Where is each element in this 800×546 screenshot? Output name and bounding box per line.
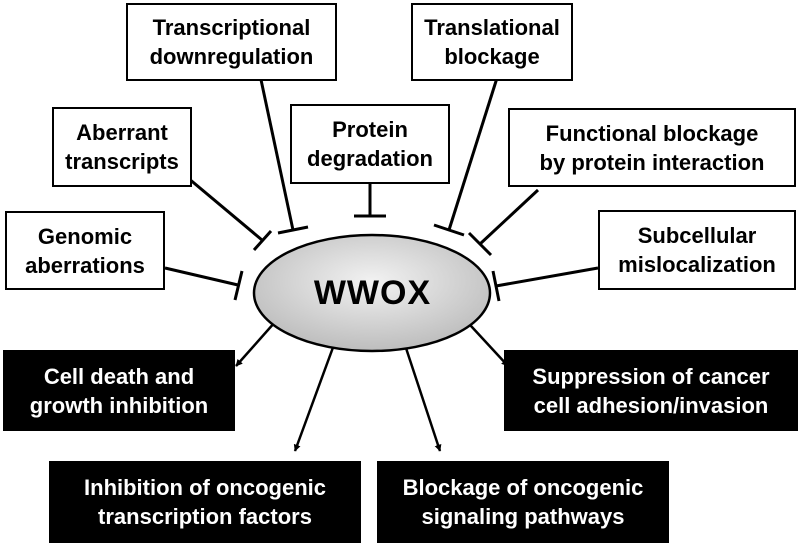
line: blockage [444, 44, 540, 69]
line: aberrations [25, 252, 145, 278]
line: Functional blockage [545, 120, 759, 146]
box-inhibition-oncogenic-tf: Inhibition of oncogenic transcription fac… [49, 461, 361, 543]
line: Genomic [37, 223, 133, 249]
box-suppression-cancer-adhesion: Suppression of cancer cell adhesion/invas… [504, 350, 798, 431]
inhibit-line-transcriptional [258, 74, 309, 235]
line: by protein interaction [539, 149, 765, 175]
line: Aberrant [76, 120, 168, 145]
inhibit-line-subcellular [491, 266, 599, 302]
line: transcripts [65, 149, 179, 174]
wwox-label: WWOX [313, 273, 432, 312]
line: signaling pathways [421, 504, 625, 529]
box-transcriptional-downregulation: Transcriptional downregulation [126, 3, 337, 81]
inhibition-lines [164, 74, 599, 302]
line: Protein [332, 117, 408, 142]
wwox-node [252, 233, 492, 353]
activation-arrows [235, 312, 509, 452]
arrow-oncogenic-signaling [402, 341, 442, 452]
line: Blockage of oncogenic [402, 475, 644, 500]
inhibit-line-degradation [354, 183, 386, 218]
box-functional-blockage: Functional blockage by protein interactio… [508, 108, 796, 187]
inhibit-line-genomic [164, 266, 244, 301]
line: degradation [307, 146, 433, 171]
inhibit-line-translational [433, 77, 499, 237]
line: downregulation [149, 44, 314, 69]
arrow-oncogenic-tf [293, 341, 337, 452]
box-aberrant-transcripts: Aberrant transcripts [52, 107, 192, 187]
inhibit-line-aberrant [187, 176, 273, 252]
line: Suppression of cancer [532, 363, 770, 389]
box-subcellular-mislocalization: Subcellular mislocalization [598, 210, 796, 290]
line: Translational [424, 15, 560, 40]
box-cell-death-growth-inhibition: Cell death and growth inhibition [3, 350, 235, 431]
line: Inhibition of oncogenic [84, 475, 326, 500]
line: growth inhibition [29, 392, 209, 418]
line: Subcellular [637, 223, 757, 248]
line: Transcriptional [152, 15, 311, 40]
box-protein-degradation: Protein degradation [290, 104, 450, 184]
inhibit-line-functional [467, 188, 540, 257]
line: transcription factors [98, 504, 312, 529]
box-genomic-aberrations: Genomic aberrations [5, 211, 165, 290]
line: Cell death and [43, 363, 195, 389]
line: cell adhesion/invasion [533, 392, 769, 418]
line: mislocalization [618, 252, 776, 277]
box-blockage-oncogenic-signaling: Blockage of oncogenic signaling pathways [377, 461, 669, 543]
box-translational-blockage: Translational blockage [411, 3, 573, 81]
